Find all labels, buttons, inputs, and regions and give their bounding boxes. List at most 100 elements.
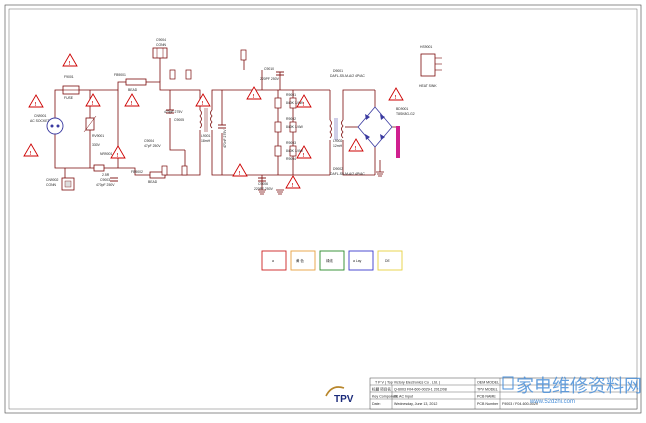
bridge-rectifier-symbol [357, 106, 393, 148]
label-c9003: C9003 [100, 178, 110, 182]
svg-text:!: ! [202, 101, 204, 107]
bead-fb9001-symbol [125, 78, 147, 86]
warning-icon: ! [23, 143, 39, 157]
title-row1-label: OEM MODEL [477, 381, 499, 385]
warning-icon: ! [85, 93, 101, 107]
warning-icon: ! [195, 93, 211, 107]
label-bd9001: BD9001 [396, 107, 408, 111]
label-ac-socket: AC SOCKET [30, 119, 50, 123]
varistor-symbol [83, 115, 97, 133]
resistor-symbols [274, 97, 297, 157]
label-c9006-value: 220PF 250V [254, 187, 274, 191]
label-r9004: R9004 [286, 157, 296, 161]
drawing-frame [4, 4, 642, 414]
legend-item-2: 黄 色 [296, 258, 304, 263]
title-label: 标题 项目名 [372, 387, 391, 392]
fuse-symbol [62, 85, 80, 95]
tpv-logo-text: TPV [334, 394, 354, 405]
connector-c9004-symbol [152, 47, 168, 59]
label-d9001: D9001 [333, 69, 343, 73]
label-c9010-value: 220PF 250V [260, 77, 280, 81]
title-company: T P V ( Top Victory Electronics Co . Ltd… [375, 381, 440, 385]
warning-icon: ! [232, 163, 248, 177]
label-nr9001: NR9001 [100, 152, 113, 156]
title-date-label: Date: [372, 402, 381, 406]
label-r9003: R9003 [286, 141, 296, 145]
svg-text:!: ! [355, 146, 357, 152]
warning-icon: ! [285, 175, 301, 189]
warning-icon: ! [124, 93, 140, 107]
label-r9002: R9002 [286, 117, 296, 121]
label-d9001-value: DAFL-S5-M-A/2 4P/AC [330, 74, 365, 78]
legend-item-1: a [272, 259, 274, 263]
warning-icon: ! [246, 86, 262, 100]
title-row3-label: PCB NAME [477, 395, 496, 399]
warning-icon: ! [348, 138, 364, 152]
label-heat-sink: HEAT SINK [419, 84, 437, 88]
label-l9001: L9001 [201, 134, 211, 138]
tpv-logo: TPV [325, 386, 354, 405]
svg-text:!: ! [69, 61, 71, 67]
label-r9001-value: 840K 1/4W [286, 101, 304, 105]
small-connectors [161, 49, 247, 176]
label-bead2: BEAD [148, 180, 158, 184]
label-r9001: R9001 [286, 93, 296, 97]
warning-icon: ! [296, 145, 312, 159]
title-doc-number: Q-6003 F04-600-0029-1 2012/08 [394, 388, 447, 392]
watermark-url: www.52dzhi.com [529, 399, 575, 405]
title-sub-text: EL AC Input [394, 395, 413, 399]
label-d9002: D9002 [333, 167, 343, 171]
label-bd9001-value: T8SK8G-G2 [396, 112, 415, 116]
label-c9004: C9004 [156, 38, 166, 42]
heat-sink-symbol [420, 53, 442, 77]
label-l9001-value: 18mH [201, 139, 211, 143]
warning-icon: ! [296, 94, 312, 108]
svg-text:!: ! [253, 94, 255, 100]
legend-item-3: 绿线 [326, 258, 333, 263]
label-cn9001: CN9001 [34, 114, 47, 118]
svg-text:!: ! [35, 102, 37, 108]
title-row2-label: TPV MODEL [477, 388, 498, 392]
svg-text:!: ! [131, 101, 133, 107]
label-conn2: CONN [46, 183, 57, 187]
title-row4-label: PCB Number [477, 402, 499, 406]
label-c9010: C9010 [264, 67, 274, 71]
title-sub-label: Key Component [372, 395, 398, 399]
label-d9002-value: DAFL-S5-M-A/2 4P/AC [330, 172, 365, 176]
label-hs9001: HS9001 [420, 45, 432, 49]
warning-icon: ! [28, 94, 44, 108]
label-l9002: L9002 [333, 139, 343, 143]
label-cn9002: CN9002 [46, 178, 59, 182]
warning-icon: ! [62, 53, 78, 67]
label-rv9001: RV9001 [92, 134, 104, 138]
label-bead1: BEAD [128, 88, 138, 92]
svg-text:!: ! [117, 153, 119, 159]
label-c9005: C9005 [174, 118, 184, 122]
capacitor-symbols [110, 71, 284, 182]
label-l9002-value: 12mH [333, 144, 343, 148]
warning-icons: ! ! ! ! ! ! ! ! ! ! ! ! ! ! [23, 53, 404, 189]
label-fb9002: FB9002 [131, 170, 143, 174]
label-fuse: FUSE [64, 96, 74, 100]
choke-l9001-symbol [199, 108, 213, 132]
title-block: T P V ( Top Victory Electronics Co . Ltd… [369, 377, 638, 410]
label-r9002-value: 840K 1/4W [286, 125, 304, 129]
svg-text:!: ! [395, 95, 397, 101]
color-legend: a 黄 色 绿线 a Lay DE [261, 250, 403, 271]
label-conn: CONN [156, 43, 167, 47]
svg-text:!: ! [303, 102, 305, 108]
legend-item-5: DE [385, 259, 390, 263]
title-date-text: Wednesday, June 13, 2012 [394, 402, 437, 406]
label-ohm: 2.5R [102, 173, 110, 177]
svg-text:!: ! [303, 153, 305, 159]
thermistor-symbol [93, 164, 105, 172]
svg-text:!: ! [239, 171, 241, 177]
label-c9002: 470pF 275V [164, 110, 183, 114]
svg-text:!: ! [92, 101, 94, 107]
svg-text:!: ! [30, 151, 32, 157]
choke-l9002-symbol [329, 118, 344, 140]
warning-icon: ! [388, 87, 404, 101]
legend-item-4: a Lay [353, 259, 362, 263]
watermark: 家电维修资料网 www.52dzhi.com [502, 376, 642, 405]
